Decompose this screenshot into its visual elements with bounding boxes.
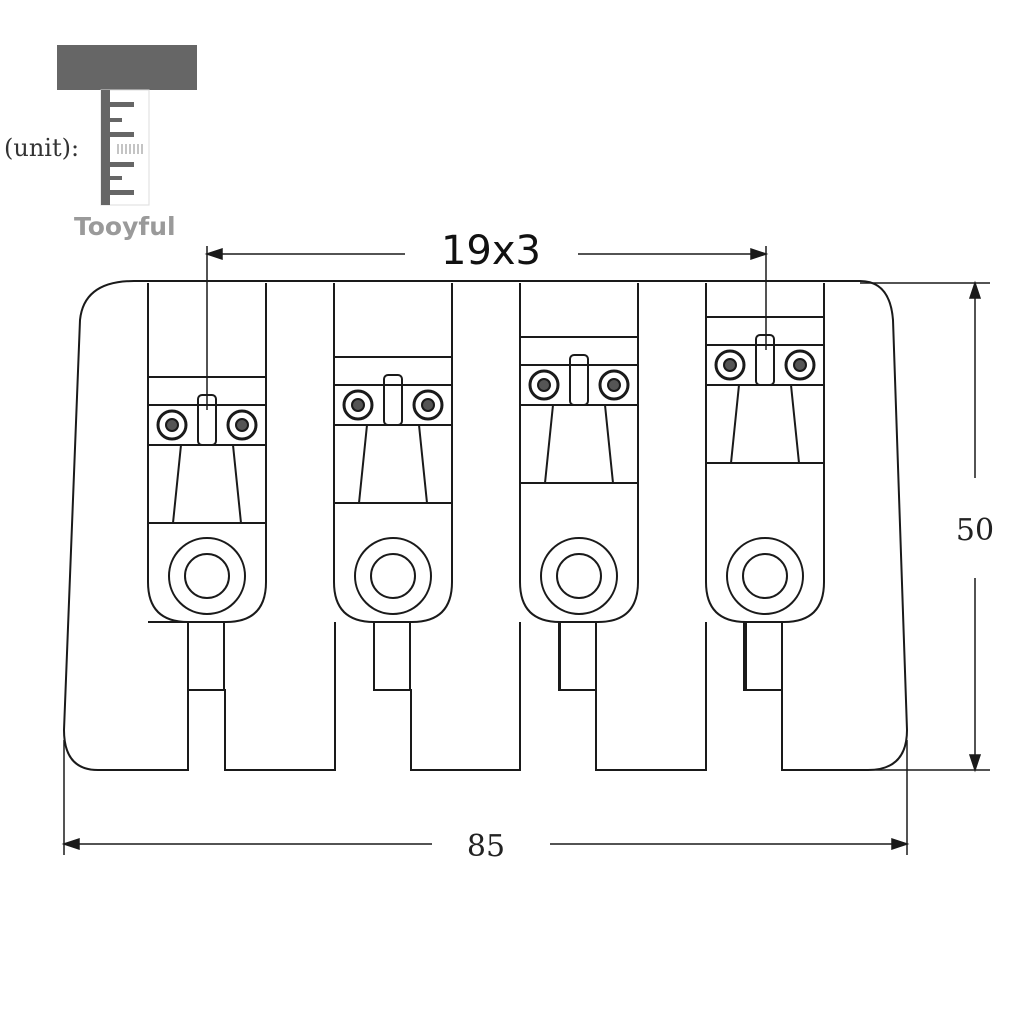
mount-hole-inner bbox=[742, 553, 788, 599]
saddle-clamp-block bbox=[705, 316, 825, 346]
screw-icon bbox=[226, 409, 258, 441]
saddle-body bbox=[519, 283, 639, 623]
mount-hole-outer bbox=[540, 537, 618, 615]
saddle-height-pin bbox=[569, 354, 589, 406]
unit-label: (unit): bbox=[4, 134, 80, 162]
saddle-trapezoid bbox=[520, 404, 638, 484]
screw-hex-icon bbox=[165, 418, 179, 432]
screw-hex-icon bbox=[537, 378, 551, 392]
spacing-dimension-label: 19x3 bbox=[441, 228, 541, 274]
saddle-clamp-block bbox=[519, 336, 639, 366]
saddle-4 bbox=[705, 283, 825, 691]
screw-icon bbox=[714, 349, 746, 381]
mount-hole-outer bbox=[726, 537, 804, 615]
saddle-body bbox=[705, 283, 825, 623]
ruler-t-logo-icon bbox=[57, 45, 197, 206]
saddle-trapezoid bbox=[706, 384, 824, 464]
saddle-body bbox=[333, 283, 453, 623]
mount-hole-inner bbox=[184, 553, 230, 599]
screw-hex-icon bbox=[421, 398, 435, 412]
bridge-base-outline bbox=[62, 280, 909, 771]
width-arrow-left bbox=[61, 837, 80, 851]
screw-hex-icon bbox=[793, 358, 807, 372]
brand-name: Tooyful bbox=[74, 212, 176, 241]
width-dimension-label: 85 bbox=[467, 829, 505, 864]
saddle-2 bbox=[333, 283, 453, 691]
screw-icon bbox=[156, 409, 188, 441]
screw-hex-icon bbox=[235, 418, 249, 432]
saddle-height-pin bbox=[383, 374, 403, 426]
screw-icon bbox=[598, 369, 630, 401]
height-arrow-bottom bbox=[968, 754, 982, 773]
saddle-3 bbox=[519, 283, 639, 691]
height-arrow-top bbox=[968, 280, 982, 299]
spacing-arrow-left bbox=[204, 247, 223, 261]
brand-logo: (unit): Tooyful bbox=[0, 40, 200, 250]
screw-icon bbox=[784, 349, 816, 381]
mount-hole-inner bbox=[370, 553, 416, 599]
screw-hex-icon bbox=[351, 398, 365, 412]
screw-icon bbox=[412, 389, 444, 421]
screw-hex-icon bbox=[723, 358, 737, 372]
screw-icon bbox=[528, 369, 560, 401]
height-dimension-label: 50 bbox=[956, 513, 994, 548]
spacing-arrow-right bbox=[750, 247, 769, 261]
mount-hole-outer bbox=[168, 537, 246, 615]
saddle-body bbox=[147, 283, 267, 623]
saddle-height-pin bbox=[755, 334, 775, 386]
width-arrow-right bbox=[891, 837, 910, 851]
mount-hole-outer bbox=[354, 537, 432, 615]
mount-hole-inner bbox=[556, 553, 602, 599]
screw-icon bbox=[342, 389, 374, 421]
saddle-trapezoid bbox=[334, 424, 452, 504]
screw-hex-icon bbox=[607, 378, 621, 392]
saddle-clamp-block bbox=[333, 356, 453, 386]
saddle-trapezoid bbox=[148, 444, 266, 524]
